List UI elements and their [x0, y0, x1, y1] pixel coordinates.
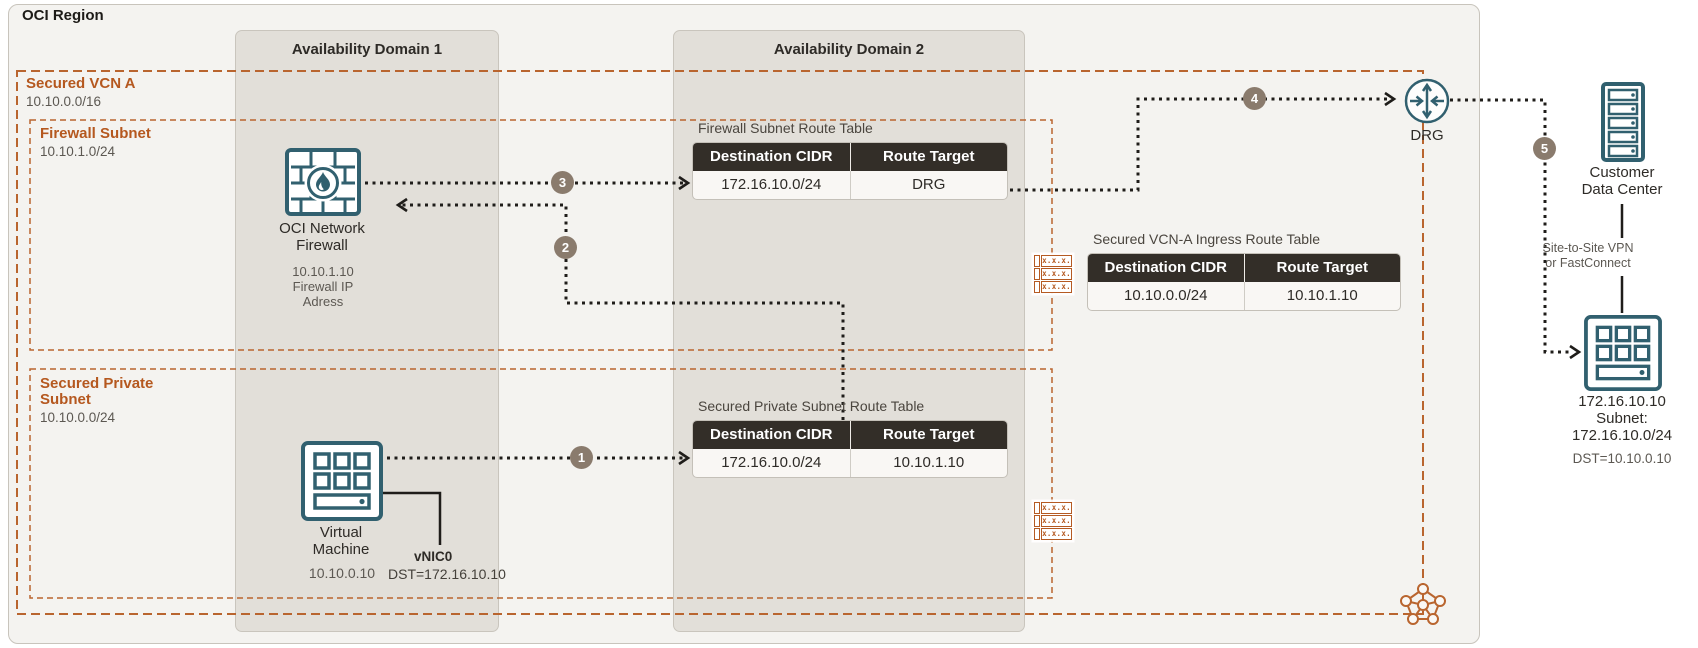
route-table-icon-text: x.x.x. — [1041, 515, 1072, 527]
route-table-icon-cell — [1034, 281, 1041, 293]
cell-target: DRG — [849, 171, 1008, 199]
cell-destination: 172.16.10.0/24 — [721, 176, 822, 193]
col-header: Destination CIDR — [1104, 259, 1227, 276]
route-table-title: Firewall Subnet Route Table — [698, 120, 873, 136]
route-table-icon-cell — [1034, 502, 1041, 514]
step-badge-5: 5 — [1533, 137, 1556, 160]
drg-icon — [1404, 78, 1450, 124]
step-badge-1: 1 — [570, 446, 593, 469]
col-header: Route Target — [849, 421, 1008, 449]
route-table-icon-text: x.x.x. — [1041, 255, 1072, 267]
remote-subnet-host-icon — [1584, 315, 1662, 391]
cell-target: 10.10.1.10 — [1243, 282, 1401, 310]
vcn-name: Secured VCN A — [26, 75, 136, 92]
virtual-machine-icon — [301, 441, 383, 521]
step-badge-2: 2 — [554, 236, 577, 259]
firewall-subnet-cidr: 10.10.1.0/24 — [40, 144, 116, 159]
route-table-icon-text: x.x.x. — [1041, 502, 1072, 514]
vm-dst-label: DST=172.16.10.10 — [388, 566, 506, 582]
route-table-icon: x.x.x. x.x.x. x.x.x. — [1034, 255, 1072, 293]
remote-subnet-cidr: 172.16.10.0/24 — [1571, 427, 1673, 444]
route-table-icon-cell — [1034, 528, 1041, 540]
table-row: 10.10.0.0/24 10.10.1.10 — [1088, 282, 1400, 310]
firewall-subnet-name: Firewall Subnet — [40, 125, 151, 142]
oci-region-title: OCI Region — [22, 7, 104, 24]
table-row: 172.16.10.0/24 10.10.1.10 — [693, 449, 1007, 477]
route-table-icon-cell — [1034, 515, 1041, 527]
vcn-cidr: 10.10.0.0/16 — [26, 94, 102, 109]
col-header: Destination CIDR — [709, 148, 833, 165]
col-header: Destination CIDR — [709, 426, 833, 443]
route-table-title: Secured VCN-A Ingress Route Table — [1093, 231, 1320, 247]
step-badge-3: 3 — [551, 171, 574, 194]
step-badge-4: 4 — [1243, 87, 1266, 110]
route-table-icon-text: x.x.x. — [1041, 281, 1072, 293]
private-subnet-cidr: 10.10.0.0/24 — [40, 410, 116, 425]
table-header-row: Destination CIDR Route Target — [693, 421, 1007, 449]
remote-subnet-ip: 172.16.10.10 — [1578, 393, 1666, 410]
customer-data-center-label: Customer Data Center — [1581, 164, 1663, 198]
route-table-icon-text: x.x.x. — [1041, 268, 1072, 280]
table-header-row: Destination CIDR Route Target — [693, 143, 1007, 171]
table-header-row: Destination CIDR Route Target — [1088, 254, 1400, 282]
cell-target: 10.10.1.10 — [849, 449, 1008, 477]
vm-vnic-label: vNIC0 — [414, 549, 453, 564]
private-subnet-route-table: Secured Private Subnet Route Table Desti… — [692, 398, 1008, 478]
remote-subnet-label: Subnet: — [1596, 410, 1648, 427]
vcn-icon — [1400, 583, 1446, 625]
col-header: Route Target — [1243, 254, 1401, 282]
cell-destination: 172.16.10.0/24 — [721, 454, 822, 471]
route-table-title: Secured Private Subnet Route Table — [698, 398, 925, 414]
availability-domain-1-label: Availability Domain 1 — [291, 41, 443, 58]
availability-domain-2-label: Availability Domain 2 — [773, 41, 925, 58]
firewall-ip: 10.10.1.10 — [292, 264, 354, 279]
customer-data-center-icon — [1601, 82, 1645, 162]
route-table-icon-cell — [1034, 255, 1041, 267]
route-table-icon: x.x.x. x.x.x. x.x.x. — [1034, 502, 1072, 540]
drg-label: DRG — [1410, 127, 1444, 144]
table-row: 172.16.10.0/24 DRG — [693, 171, 1007, 199]
firewall-label: OCI Network Firewall — [279, 220, 365, 254]
private-subnet-name: Secured Private Subnet — [40, 375, 154, 408]
firewall-subnet-route-table: Firewall Subnet Route Table Destination … — [692, 120, 1008, 200]
route-table-icon-cell — [1034, 268, 1041, 280]
firewall-ip-caption: Firewall IP Adress — [292, 279, 354, 309]
remote-subnet-dst: DST=10.10.0.10 — [1572, 451, 1672, 466]
col-header: Route Target — [849, 143, 1008, 171]
vm-label: Virtual Machine — [312, 524, 370, 558]
network-firewall-icon — [285, 148, 361, 216]
cell-destination: 10.10.0.0/24 — [1124, 287, 1208, 304]
vpn-fastconnect-label: Site-to-Site VPN or FastConnect — [1542, 241, 1634, 270]
vm-ip: 10.10.0.10 — [308, 565, 376, 581]
route-table-icon-text: x.x.x. — [1041, 528, 1072, 540]
vcn-ingress-route-table: Secured VCN-A Ingress Route Table Destin… — [1087, 231, 1401, 311]
